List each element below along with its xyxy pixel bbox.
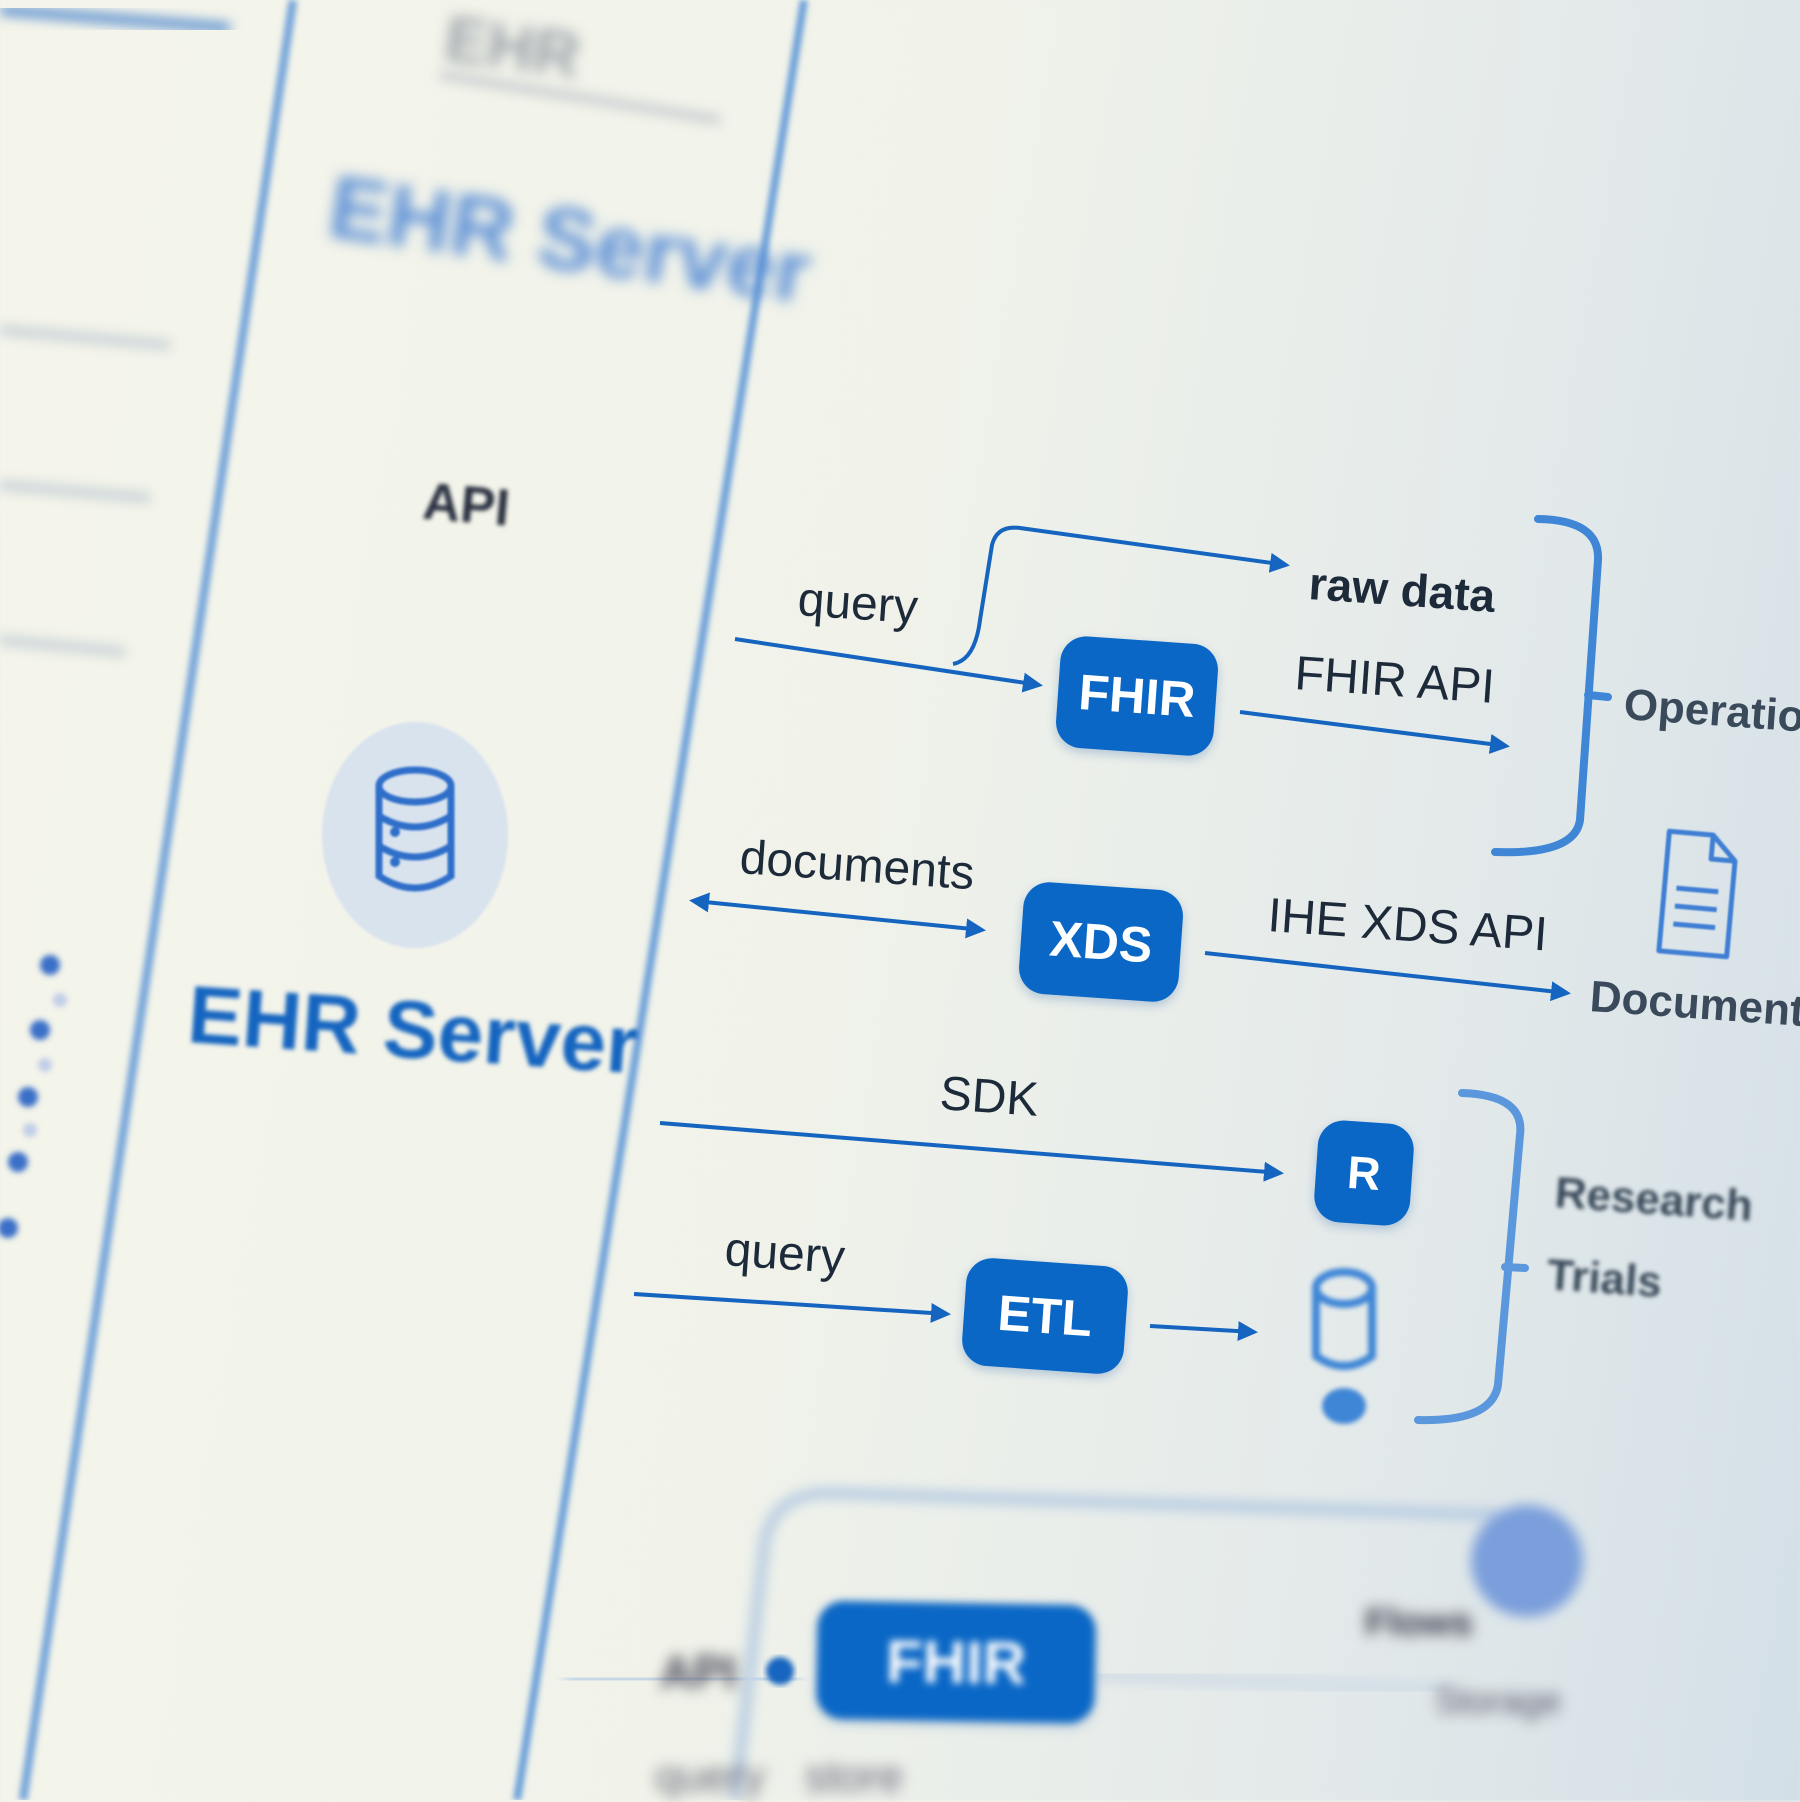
panel-border-left	[18, 0, 298, 1800]
query-bottom-label: query	[723, 1223, 847, 1285]
database-icon	[375, 766, 455, 892]
etl-arrow	[1149, 1321, 1258, 1342]
bottom-caption-2: store	[805, 1752, 903, 1801]
research-bracket	[1414, 1089, 1529, 1425]
database-icon-small	[1312, 1268, 1376, 1424]
etl-box[interactable]: ETL	[960, 1256, 1130, 1376]
documents-double-arrow	[689, 892, 986, 939]
api-label: API	[420, 472, 513, 538]
bottom-right-label: Flows	[1365, 1602, 1473, 1644]
sdk-arrow	[659, 1121, 1284, 1182]
bottom-left-label: API	[660, 1646, 737, 1698]
bottom-fhir-box[interactable]: FHIR	[815, 1600, 1097, 1724]
r-box[interactable]: R	[1312, 1118, 1416, 1228]
query-arrow-fhir	[734, 637, 1043, 693]
ihe-xds-arrow	[1204, 951, 1571, 1002]
sdk-label: SDK	[938, 1067, 1041, 1127]
xds-box[interactable]: XDS	[1017, 880, 1185, 1004]
bottom-caption-1: query	[655, 1752, 766, 1801]
document-icon	[1656, 828, 1738, 960]
bottom-right-caption: Storage	[1435, 1680, 1562, 1721]
fhir-box[interactable]: FHIR	[1054, 634, 1220, 758]
panel-border-right	[513, 0, 808, 1800]
bottom-node	[1471, 1505, 1583, 1617]
query-arrow-etl	[633, 1292, 951, 1323]
server-icon-circle	[322, 722, 508, 948]
query-top-label: query	[796, 573, 920, 635]
fhir-api-arrow	[1239, 710, 1510, 754]
trials-label: Trials	[1545, 1250, 1664, 1307]
dot-pattern	[0, 955, 67, 1238]
raw-data-arrow	[952, 525, 1290, 666]
operational-bracket	[1491, 515, 1612, 857]
